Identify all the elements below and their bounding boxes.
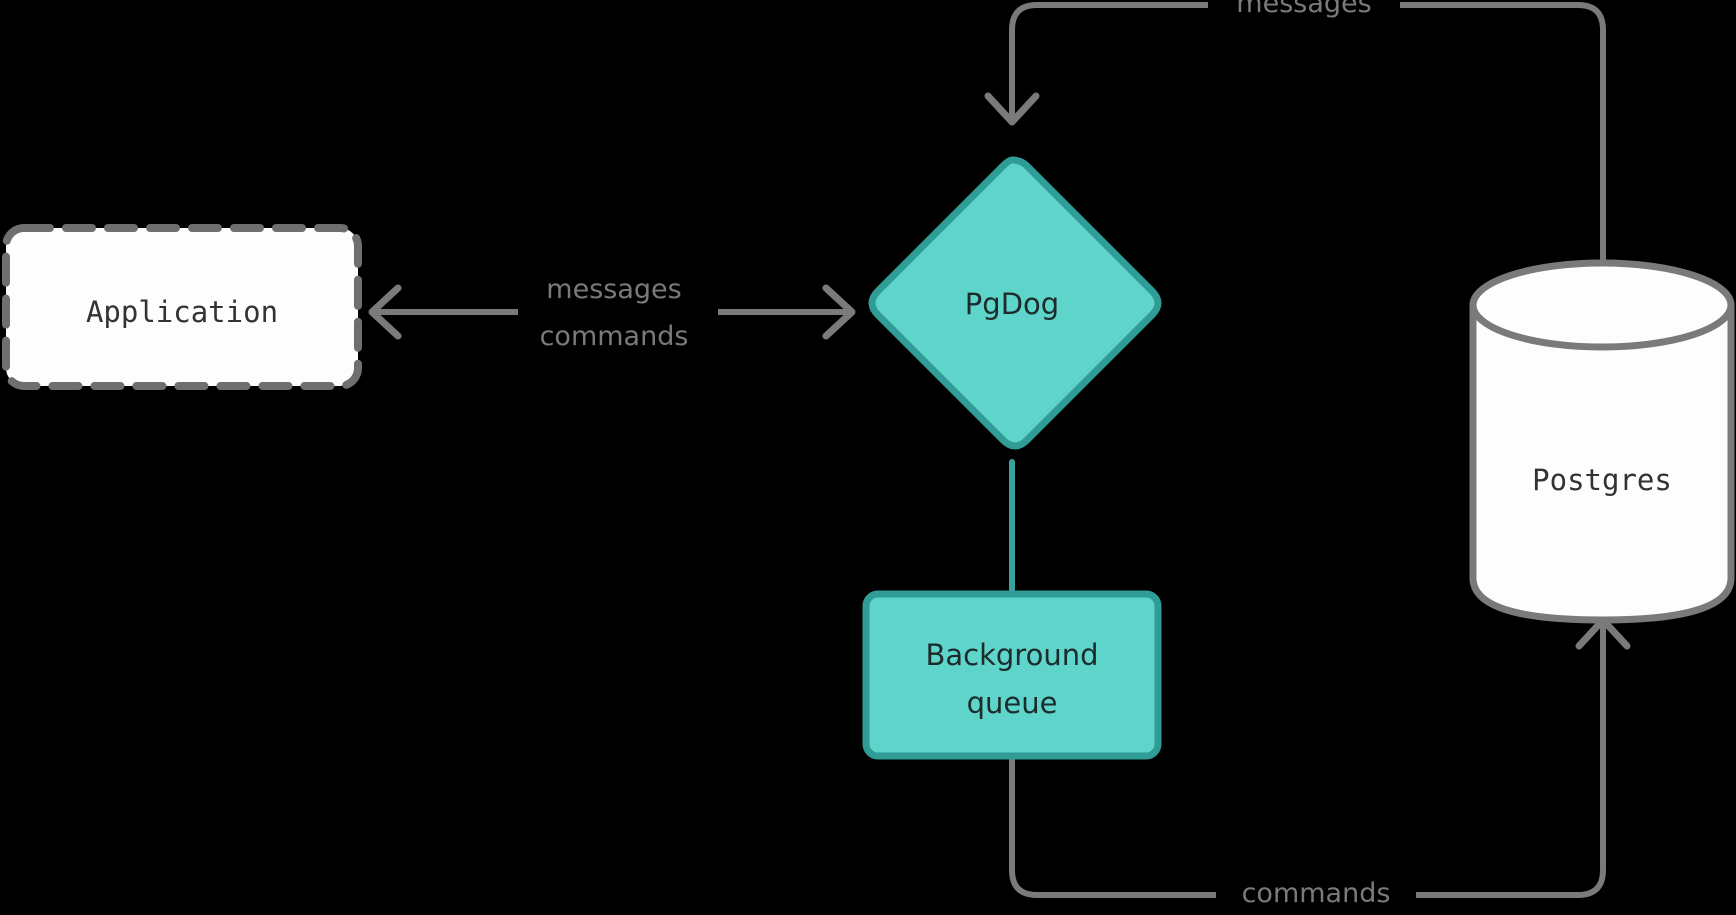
postgres-cylinder-body[interactable] [1469,301,1735,624]
edge-label-messages-middle: messages [546,274,681,305]
pgdog-diamond[interactable] [868,156,1162,450]
edge-postgres-to-pgdog-arrowhead [984,92,1040,126]
edge-label-commands-bottom: commands [1242,878,1391,909]
edge-postgres-to-pgdog: messages [984,0,1606,267]
edge-label-messages-top: messages [1236,0,1371,19]
edge-application-pgdog-arrowhead-left [368,284,402,340]
application-box[interactable] [2,224,362,390]
edge-label-commands-middle: commands [540,321,689,352]
edge-label-backdrop-app-pgdog [518,262,718,362]
node-background-queue[interactable]: Background queue [862,590,1162,760]
background-queue-label-line2: queue [967,686,1058,720]
pgdog-label: PgDog [965,287,1059,321]
postgres-label: Postgres [1532,463,1672,497]
edge-application-pgdog: messages commands [368,262,856,362]
background-queue-label-line1: Background [925,638,1098,672]
background-queue-box[interactable] [862,590,1162,760]
edge-queue-to-postgres: commands [1009,616,1631,914]
node-application[interactable]: Application [2,224,362,390]
node-postgres[interactable]: Postgres [1469,259,1735,624]
edge-label-backdrop-messages-top [1208,0,1400,24]
edge-postgres-to-pgdog-line [1009,2,1606,267]
edge-label-backdrop-commands-bottom [1216,876,1416,914]
node-pgdog[interactable]: PgDog [868,156,1162,450]
application-label: Application [86,295,278,329]
postgres-cylinder-top [1469,259,1735,351]
edge-application-pgdog-arrowhead-right [822,284,856,340]
